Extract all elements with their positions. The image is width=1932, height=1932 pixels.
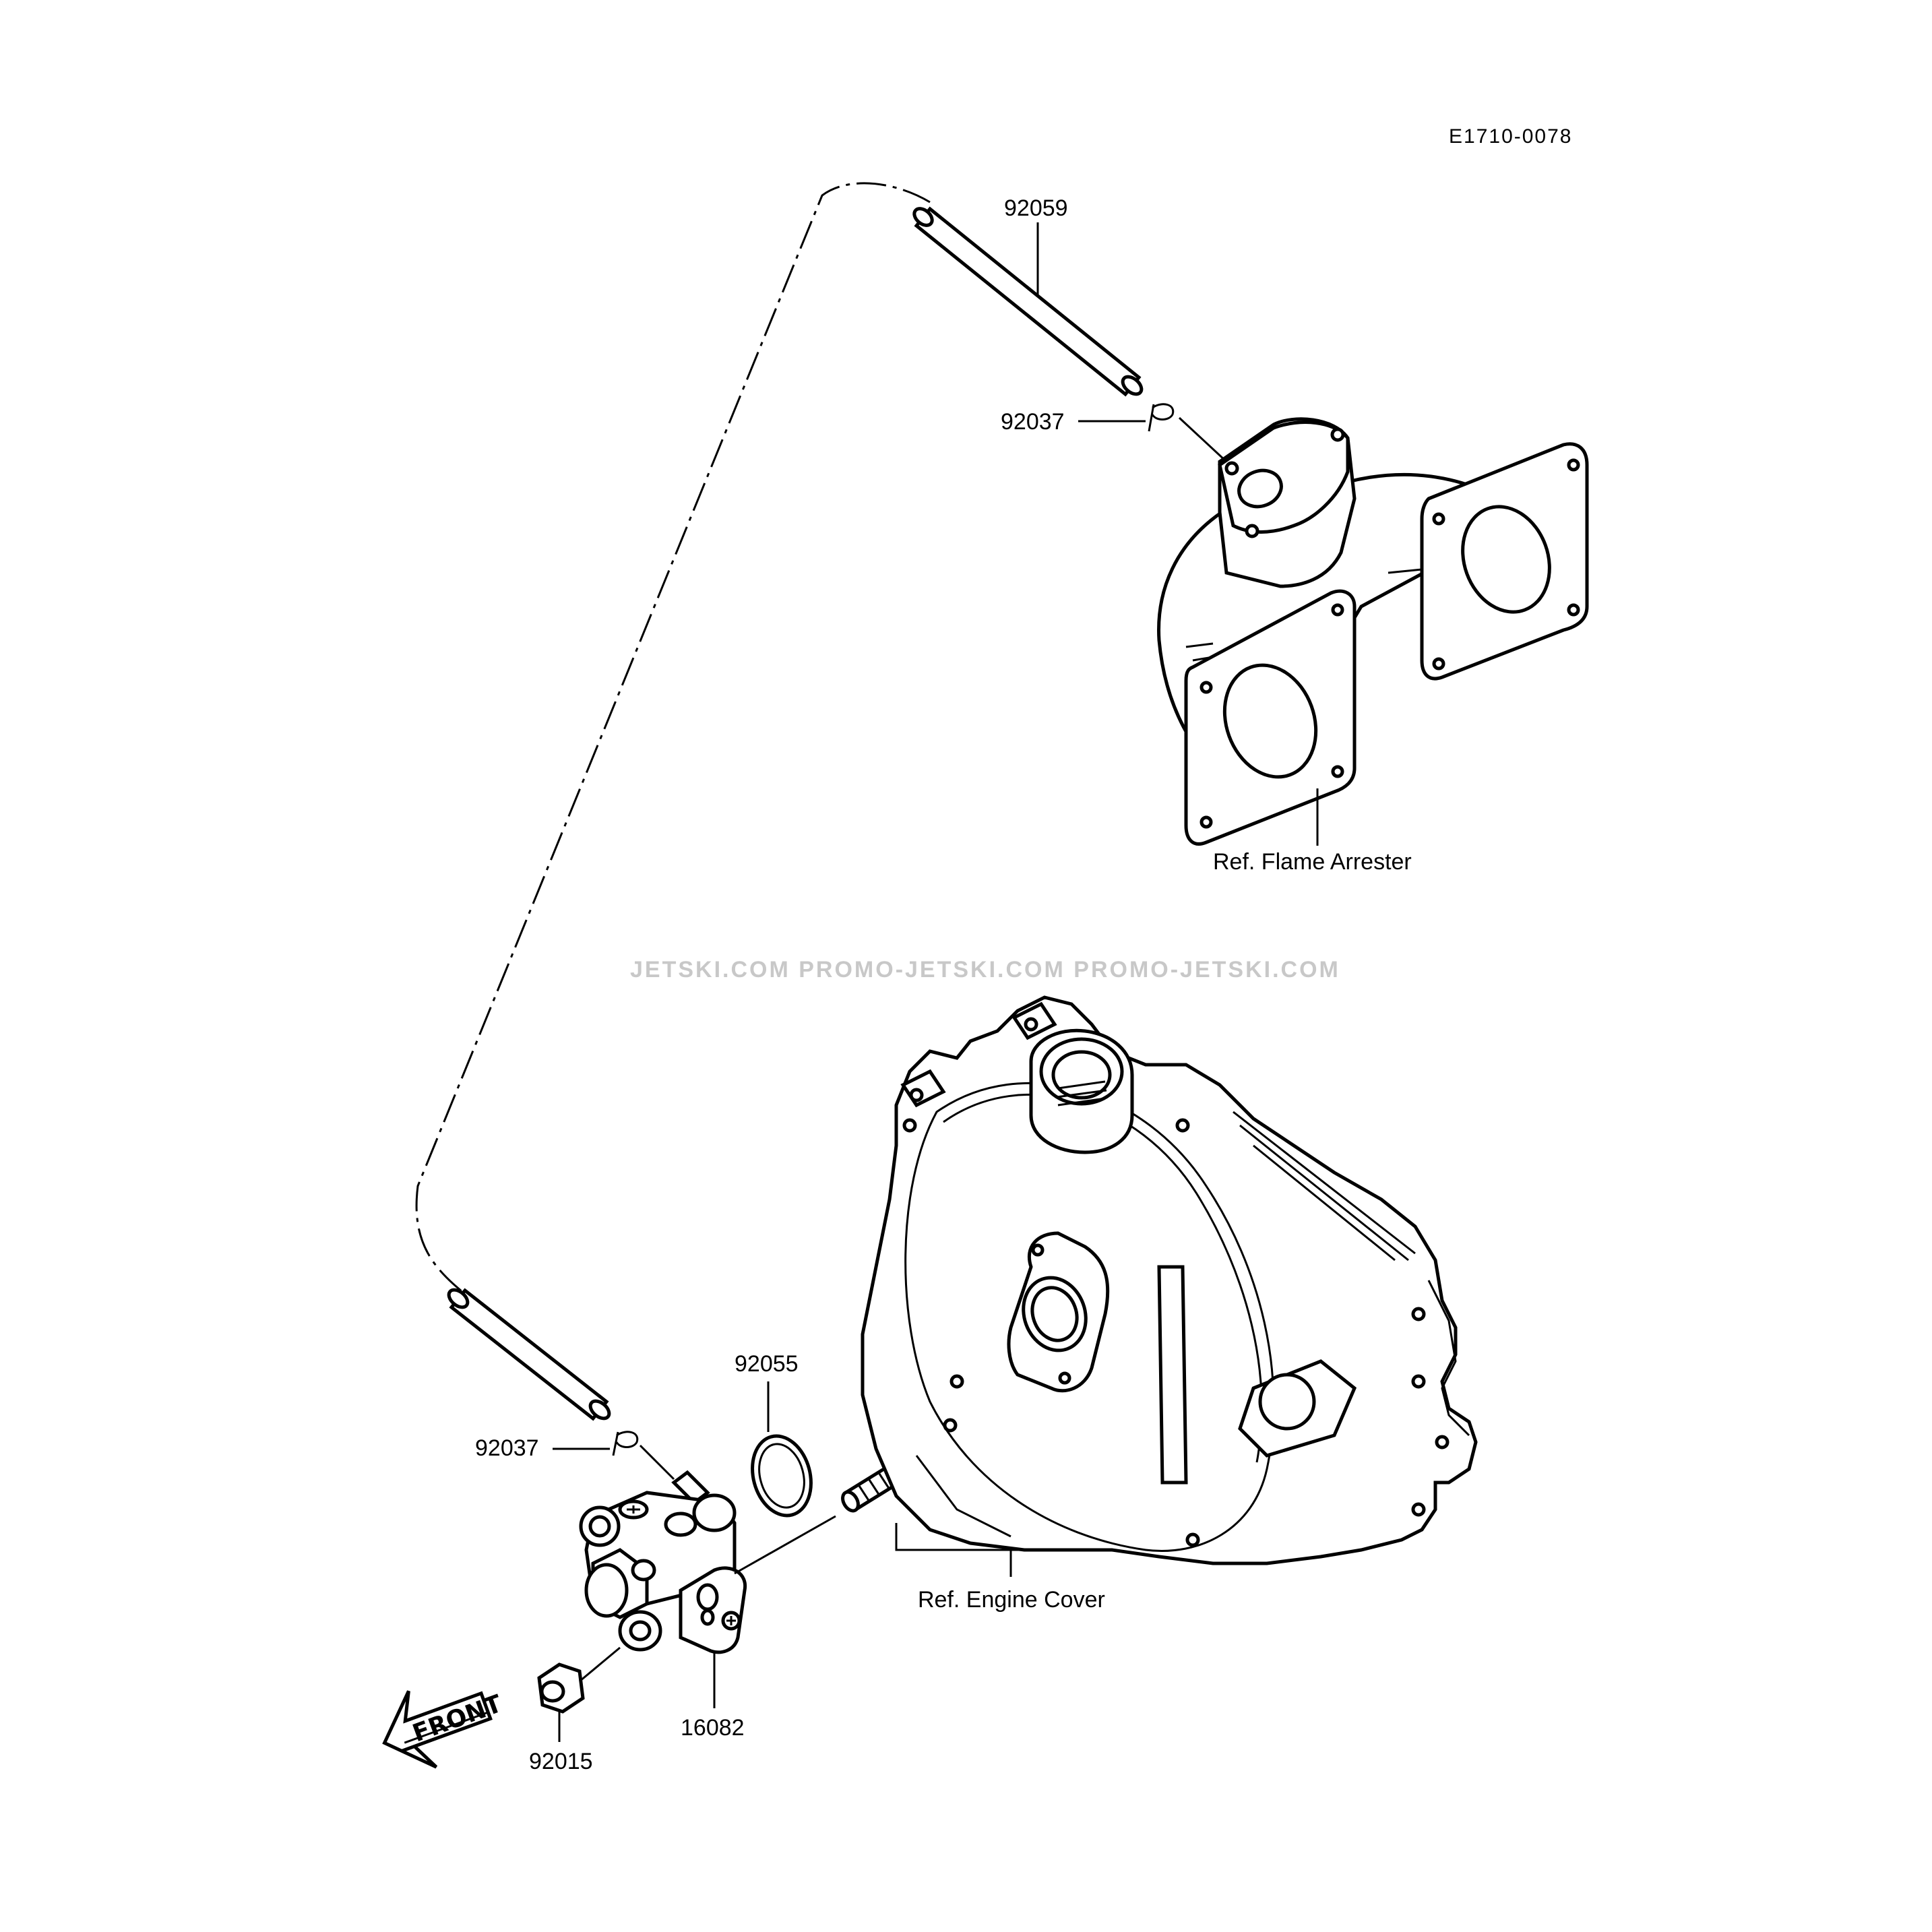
label-clamp-upper: 92037 — [1001, 409, 1065, 435]
oring-92055 — [751, 1434, 813, 1518]
hose-routing-line — [415, 182, 931, 1295]
nut-92015 — [537, 1662, 585, 1714]
leader-valve-to-stud — [734, 1515, 836, 1575]
valve-16082 — [579, 1470, 747, 1654]
leader-nut-to-valve — [579, 1646, 621, 1683]
label-92015: 92015 — [529, 1749, 593, 1774]
hose-92059 — [912, 206, 1144, 397]
label-engine-cover: Ref. Engine Cover — [918, 1587, 1105, 1613]
label-16082: 16082 — [681, 1715, 745, 1741]
label-92059: 92059 — [1004, 195, 1068, 221]
leader-clamp-upper-to-arrester — [1178, 416, 1228, 463]
watermark: JETSKI.COM PROMO-JETSKI.COM PROMO-JETSKI… — [630, 957, 1340, 983]
clamp-upper — [1148, 403, 1175, 432]
leader-clamp-lower-to-valve — [639, 1444, 675, 1481]
engine-cover — [861, 995, 1478, 1565]
hose-lower — [447, 1288, 611, 1421]
label-92055: 92055 — [735, 1351, 799, 1377]
label-flame-arrester: Ref. Flame Arrester — [1213, 849, 1412, 875]
label-clamp-lower: 92037 — [475, 1435, 539, 1461]
clamp-lower — [612, 1431, 639, 1456]
diagram-code: E1710-0078 — [1449, 125, 1572, 148]
front-label: FRONT — [409, 1690, 506, 1748]
front-arrow: FRONT — [382, 1690, 506, 1769]
flame-arrester — [1157, 417, 1589, 846]
